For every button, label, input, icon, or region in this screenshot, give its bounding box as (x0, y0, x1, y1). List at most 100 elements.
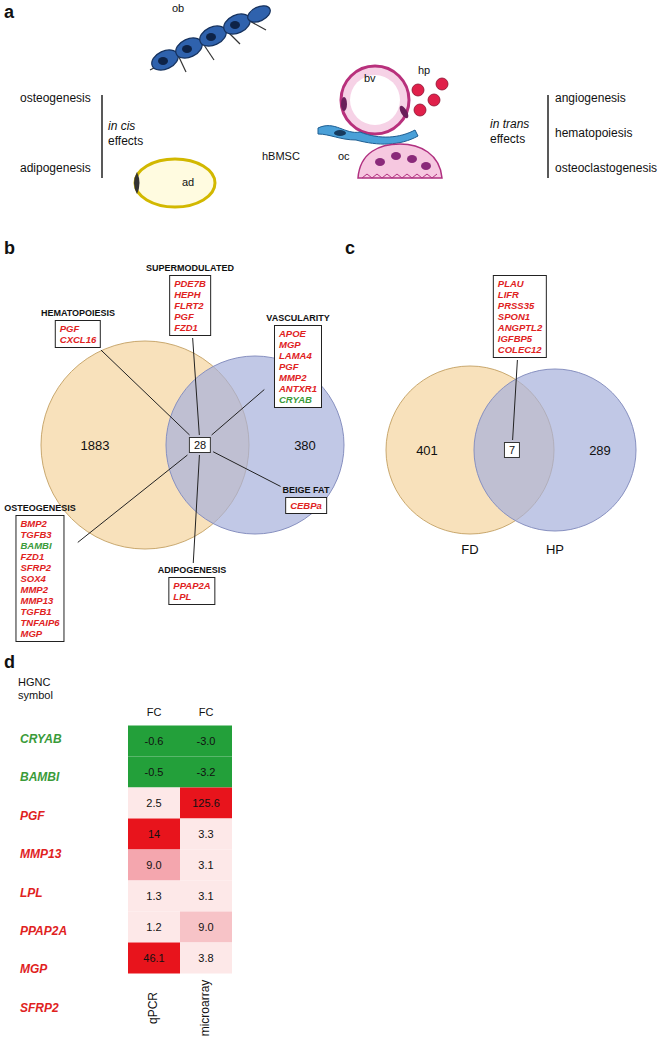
gene-box: OSTEOGENESISBMP2TGFB3BAMBIFZD1SFRP2SOX4M… (15, 515, 64, 642)
text-label: ob (172, 2, 184, 15)
gene-symbol: APOE (279, 328, 317, 339)
heatmap-cell: 3.3 (180, 818, 232, 849)
gene-symbol: PRSS35 (498, 300, 542, 311)
count-number: 401 (416, 443, 438, 458)
text-label: b (4, 238, 15, 259)
osteoclast (358, 144, 442, 178)
gene-symbol: LIFR (498, 289, 542, 300)
gene-symbol: BMP2 (20, 518, 59, 529)
blood-vessel (341, 66, 410, 134)
gene-symbol: LAMA4 (279, 350, 317, 361)
text-label: effects (490, 133, 525, 147)
heatmap-cell: 46.1 (128, 942, 180, 973)
gene-symbol: ANTXR1 (279, 383, 317, 394)
category-heading: OSTEOGENESIS (4, 503, 76, 513)
text-label: c (345, 238, 355, 259)
text-label: FD (461, 543, 478, 558)
category-heading: ADIPOGENESIS (158, 565, 227, 575)
gene-symbol: COLEC12 (498, 344, 542, 355)
heatmap-cell: 1.3 (128, 880, 180, 911)
gene-symbol: PLAU (498, 278, 542, 289)
column-label: qPCR (147, 992, 161, 1024)
gene-symbol: TNFAIP6 (20, 617, 59, 628)
column-label: microarray (199, 980, 213, 1037)
gene-symbol: ANGPTL2 (498, 322, 542, 333)
gene-symbol: CRYAB (20, 733, 62, 747)
text-label: in trans (490, 118, 529, 132)
heatmap-cell: 9.0 (128, 849, 180, 880)
category-heading: VASCULARITY (266, 313, 329, 323)
text-label: bv (364, 72, 376, 85)
gene-box: SUPERMODULATEDPDE7BHEPHFLRT2PGFFZD1 (169, 275, 211, 336)
text-label: hematopoiesis (555, 127, 632, 141)
overlap-count-box: 28 (189, 437, 211, 453)
gene-symbol: CEBPa (290, 500, 322, 511)
text-label: HP (546, 543, 564, 558)
gene-symbol: SFRP2 (20, 562, 59, 573)
text-label: in cis (108, 120, 135, 134)
text-label: FC (147, 706, 162, 719)
gene-symbol: FLRT2 (174, 300, 206, 311)
gene-box: HEMATOPOIESISPGFCXCL16 (55, 320, 101, 348)
heatmap-cell: 3.1 (180, 880, 232, 911)
count-number: 380 (294, 438, 316, 453)
overlap-count-box: 7 (504, 442, 520, 458)
text-label: hp (418, 64, 430, 77)
stromal-cell (318, 126, 418, 144)
text-label: osteogenesis (20, 92, 91, 106)
heatmap-cell: 125.6 (180, 787, 232, 818)
gene-symbol: SPON1 (498, 311, 542, 322)
text-label: oc (338, 150, 350, 163)
gene-symbol: TGFB1 (20, 606, 59, 617)
heatmap-cell: 2.5 (128, 787, 180, 818)
heatmap-cell: -3.2 (180, 756, 232, 787)
category-heading: HEMATOPOIESIS (41, 308, 115, 318)
gene-symbol: PDE7B (174, 278, 206, 289)
text-label: adipogenesis (20, 162, 91, 176)
gene-symbol: PGF (174, 311, 206, 322)
gene-symbol: CRYAB (279, 394, 317, 405)
heatmap-cell: -0.5 (128, 756, 180, 787)
gene-symbol: FZD1 (174, 322, 206, 333)
heatmap-cell: -3.0 (180, 725, 232, 756)
osteoblast-cells (149, 3, 273, 74)
gene-symbol: BAMBI (20, 771, 59, 785)
gene-box: BEIGE FATCEBPa (285, 497, 327, 514)
gene-symbol: MMP13 (20, 595, 59, 606)
gene-symbol: PPAP2A (173, 580, 210, 591)
count-number: 289 (589, 443, 611, 458)
text-label: angiogenesis (555, 92, 626, 106)
gene-symbol: PGF (279, 361, 317, 372)
gene-symbol: IGFBP5 (498, 333, 542, 344)
gene-box: VASCULARITYAPOEMGPLAMA4PGFMMP2ANTXR1CRYA… (274, 325, 322, 408)
text-label: hBMSC (262, 150, 300, 163)
gene-symbol: LPL (20, 887, 43, 901)
gene-symbol: BAMBI (20, 540, 59, 551)
gene-symbol: PGF (20, 810, 45, 824)
gene-symbol: CXCL16 (60, 334, 96, 345)
count-number: 7 (509, 444, 515, 456)
text-label: osteoclastogenesis (555, 162, 657, 176)
text-label: FC (199, 706, 214, 719)
text-label: effects (108, 135, 143, 149)
adipocyte (134, 159, 215, 207)
gene-symbol: SOX4 (20, 573, 59, 584)
gene-symbol: PPAP2A (20, 925, 67, 939)
gene-symbol: MMP2 (20, 584, 59, 595)
gene-box: PLAULIFRPRSS35SPON1ANGPTL2IGFBP5COLEC12 (493, 275, 547, 358)
gene-symbol: PGF (60, 323, 96, 334)
count-number: 28 (194, 439, 206, 451)
gene-symbol: MGP (279, 339, 317, 350)
venn-circle: 289 (473, 368, 637, 532)
gene-symbol: TGFB3 (20, 529, 59, 540)
text-label: d (4, 652, 15, 673)
heatmap-cell: 9.0 (180, 911, 232, 942)
hematopoietic-cells (412, 78, 448, 116)
gene-symbol: MMP2 (279, 372, 317, 383)
gene-symbol: LPL (173, 591, 210, 602)
gene-symbol: MGP (20, 628, 59, 639)
heatmap-cell: 3.8 (180, 942, 232, 973)
category-heading: BEIGE FAT (283, 485, 330, 495)
count-number: 1883 (81, 438, 110, 453)
text-label: ad (182, 176, 194, 189)
